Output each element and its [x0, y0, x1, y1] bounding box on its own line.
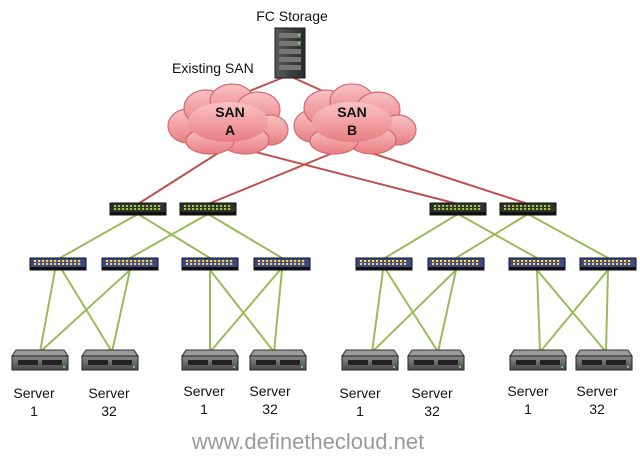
access-server-link	[539, 269, 609, 353]
access-server-link	[61, 269, 113, 353]
san-b-cloud: SAN B	[293, 83, 417, 155]
access-links	[39, 213, 609, 353]
server-icon	[11, 349, 69, 371]
access-server-link	[209, 269, 281, 353]
san-a-letter: A	[225, 122, 235, 138]
switch-icon	[508, 257, 566, 271]
server-icon	[407, 349, 465, 371]
core-access-link	[527, 213, 609, 259]
server-label: Server	[411, 385, 453, 401]
cloud-icon	[293, 83, 417, 155]
server-number: 32	[589, 401, 605, 417]
server-icon	[249, 349, 307, 371]
access-server-link	[39, 269, 131, 353]
server-icon	[575, 349, 633, 371]
server-number: 1	[356, 403, 364, 419]
san-b-to-core-2-link	[207, 147, 346, 205]
switch-icon	[181, 257, 239, 271]
core-access-link	[457, 213, 538, 259]
core-access-link	[137, 213, 211, 259]
access-server-link	[39, 269, 56, 353]
storage-array-icon	[274, 27, 306, 79]
san-a-to-core-3-link	[239, 147, 459, 205]
access-server-link	[536, 269, 541, 353]
san-b-to-core-4-link	[355, 147, 529, 205]
server-number: 1	[200, 401, 208, 417]
server-icon	[509, 349, 567, 371]
switch-icon	[101, 257, 159, 271]
server-icon	[341, 349, 399, 371]
access-server-link	[605, 269, 609, 353]
switch-icon	[179, 202, 237, 216]
access-switch-layer	[29, 257, 637, 271]
server-number: 32	[262, 401, 278, 417]
core-access-link	[384, 213, 459, 259]
access-server-link	[385, 269, 439, 353]
access-server-link	[536, 269, 607, 353]
san-b-name: SAN	[337, 104, 367, 120]
san-a-to-core-1-link	[137, 147, 227, 205]
server-label: Server	[339, 385, 381, 401]
core-access-link	[59, 213, 139, 259]
switch-icon	[499, 202, 557, 216]
switch-icon	[355, 257, 413, 271]
core-access-link	[455, 213, 529, 259]
server-label: Server	[183, 383, 225, 399]
server-label: Server	[576, 383, 618, 399]
switch-icon	[253, 257, 311, 271]
san-links	[137, 77, 529, 205]
server-icon	[181, 349, 239, 371]
core-switch-layer	[109, 202, 557, 216]
access-server-link	[273, 269, 283, 353]
watermark: www.definethecloud.net	[191, 429, 424, 454]
core-access-link	[129, 213, 209, 259]
access-server-link	[111, 269, 131, 353]
server-icon	[81, 349, 139, 371]
core-access-link	[207, 213, 283, 259]
access-server-link	[209, 269, 275, 353]
server-label: Server	[507, 383, 549, 399]
server-label: Server	[249, 383, 291, 399]
switch-icon	[427, 257, 485, 271]
fc-storage-label: FC Storage	[256, 8, 328, 24]
san-b-letter: B	[347, 122, 357, 138]
switch-icon	[109, 202, 167, 216]
server-layer	[11, 349, 633, 371]
access-server-link	[371, 269, 384, 353]
server-labels: Server 1 Server 32 Server 1 Server 32 Se…	[13, 383, 618, 419]
san-a-cloud: SAN A	[167, 83, 289, 155]
switch-icon	[429, 202, 487, 216]
server-number: 32	[101, 403, 117, 419]
access-server-link	[371, 269, 457, 353]
cloud-icon	[167, 83, 289, 155]
san-a-name: SAN	[215, 104, 245, 120]
server-label: Server	[88, 385, 130, 401]
switch-icon	[579, 257, 637, 271]
server-number: 32	[424, 403, 440, 419]
switch-icon	[29, 257, 87, 271]
server-label: Server	[13, 385, 55, 401]
existing-san-label: Existing SAN	[172, 60, 254, 76]
server-number: 1	[30, 403, 38, 419]
access-server-link	[437, 269, 457, 353]
server-number: 1	[524, 401, 532, 417]
